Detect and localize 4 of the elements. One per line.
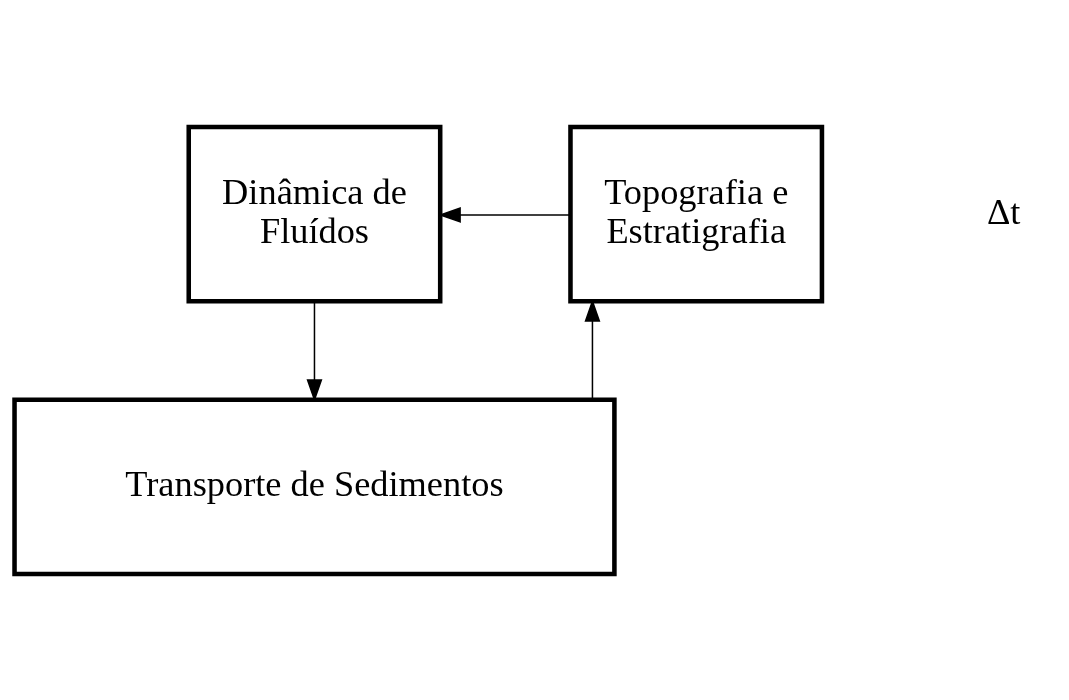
node-box: Dinâmica de Fluídos: [186, 124, 443, 304]
node-box: Transporte de Sedimentos: [12, 396, 617, 576]
label: Δt: [986, 191, 1021, 232]
node-box: Topografia e Estratigrafia: [568, 124, 825, 304]
